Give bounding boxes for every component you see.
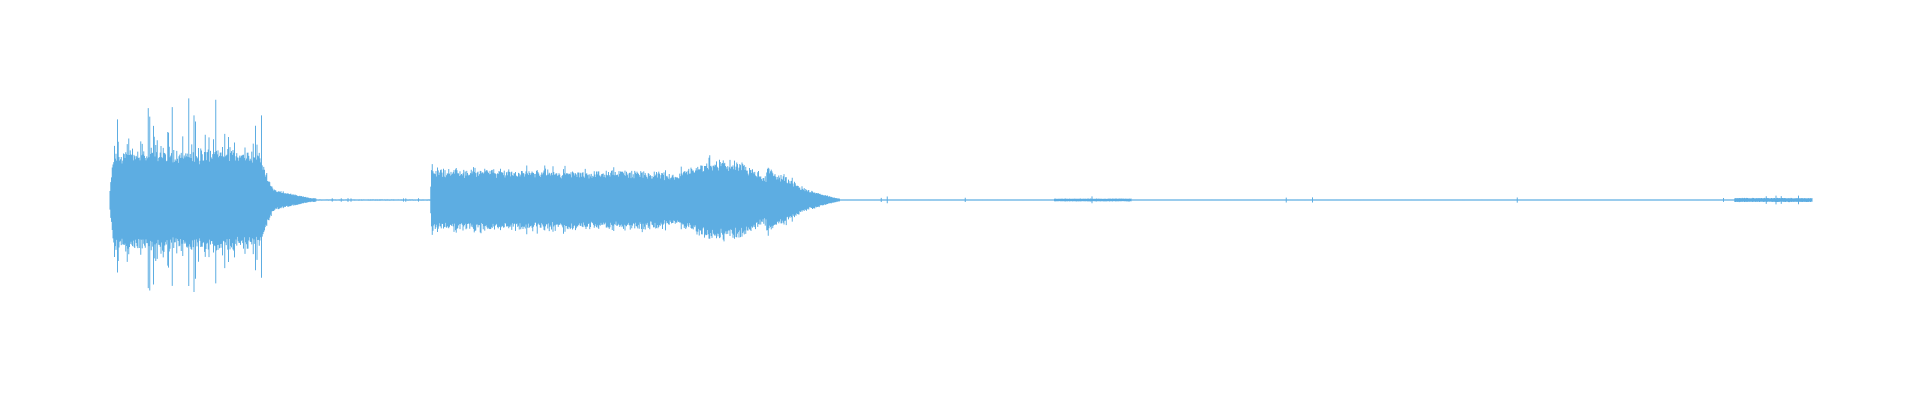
burst-1-samples	[314, 198, 431, 202]
tail-samples	[839, 195, 1813, 205]
waveform-burst-2	[430, 155, 840, 242]
waveform-burst-1	[109, 98, 431, 292]
waveform-tail	[839, 195, 1813, 205]
burst-1-samples	[109, 98, 316, 292]
burst-2-samples	[430, 155, 840, 242]
